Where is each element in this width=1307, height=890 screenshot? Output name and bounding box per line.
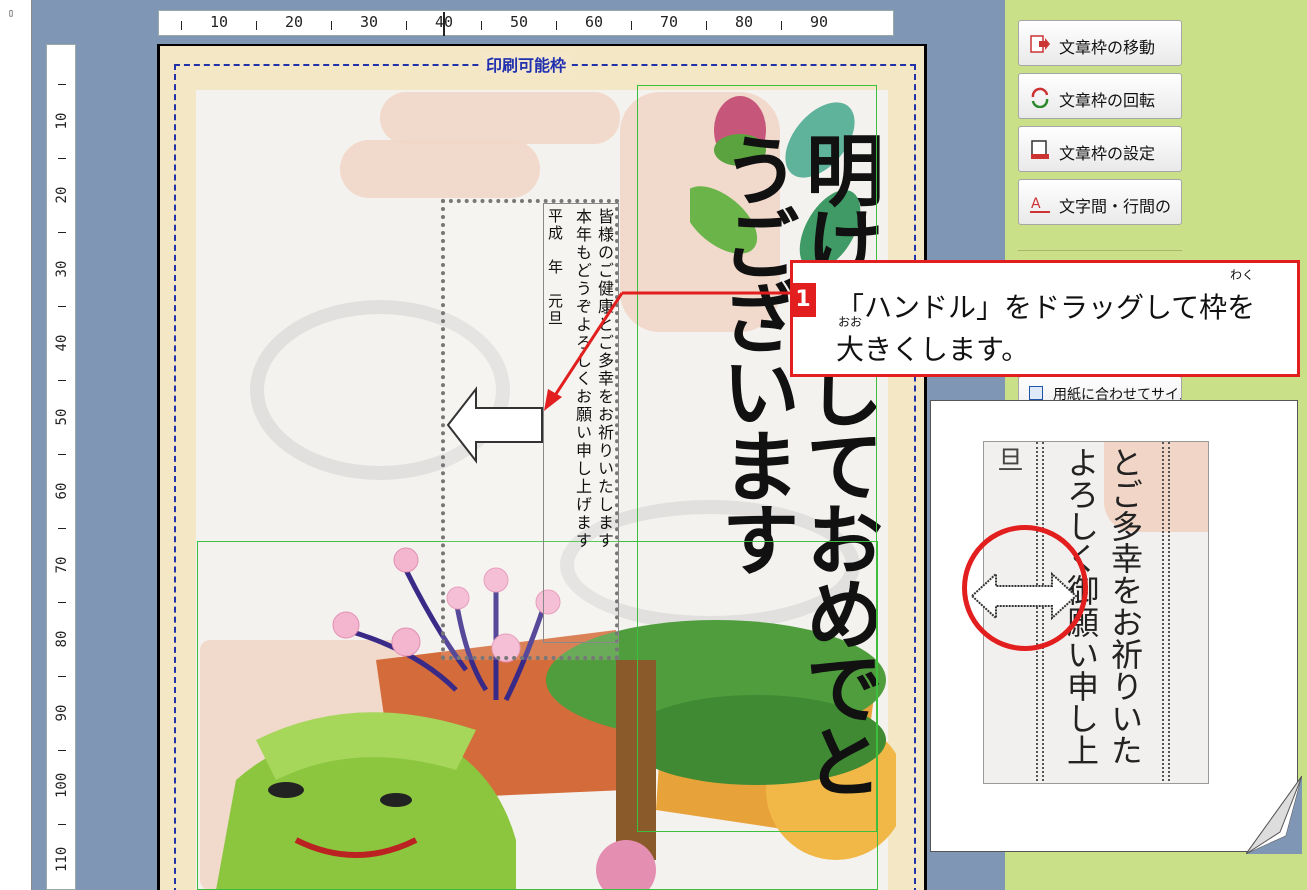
frame-settings-label: 文章枠の設定 [1059, 144, 1156, 163]
fit-to-paper-icon [1029, 386, 1043, 400]
frame-settings-icon [1031, 140, 1049, 159]
ruler-top-label: 70 [659, 13, 679, 31]
step-number: 1 [790, 283, 816, 317]
ruler-top-label: 10 [209, 13, 229, 31]
ruler-top-tick [256, 21, 257, 30]
ruler-top-label: 50 [509, 13, 529, 31]
move-frame-icon [1030, 35, 1050, 53]
spacing-icon: A [1030, 196, 1050, 213]
ruler-caret [443, 12, 445, 36]
move-frame-label: 文章枠の移動 [1059, 38, 1156, 57]
callout-text-line-2: 大きくします。 [836, 334, 1030, 365]
cloud-decoration [340, 140, 540, 198]
move-frame-button[interactable]: 文章枠の移動 [1018, 20, 1182, 66]
rotate-frame-icon [1031, 87, 1049, 108]
greeting-line-2: 本年もどうぞよろしくお願い申し上げます [573, 208, 592, 550]
left-arrow-icon [446, 386, 543, 464]
sidebar-divider [1018, 250, 1182, 251]
ruler-left-tick [58, 454, 66, 455]
ruler-left-tick [58, 84, 66, 85]
ruler-left-label: 20 [54, 186, 70, 204]
ruler-top-tick [706, 21, 707, 30]
rotate-frame-label: 文章枠の回転 [1059, 91, 1156, 110]
handle-highlight-circle [962, 525, 1088, 651]
rotate-frame-button[interactable]: 文章枠の回転 [1018, 73, 1182, 119]
spacing-label: 文字間・行間の [1059, 197, 1172, 216]
ruler-left-label: 90 [54, 704, 70, 722]
instruction-callout [790, 260, 1300, 377]
ruler-top-label: 60 [584, 13, 604, 31]
ruler-left-tick [58, 750, 66, 751]
callout-text-line-1: 「ハンドル」をドラッグして枠を [836, 292, 1256, 323]
ruler-left-label: 60 [54, 482, 70, 500]
ruler-top-tick [481, 21, 482, 30]
left-strip: ▯ [0, 0, 32, 890]
dragon-illustration [216, 547, 896, 890]
ruler-top-tick [781, 21, 782, 30]
ruler-left-tick [58, 158, 66, 159]
ruler-left-tick [58, 380, 66, 381]
greeting-line-3: 平成 年 元旦 [546, 208, 564, 327]
greeting-line-1: 皆様のご健康とご多幸をお祈りいたします [595, 208, 614, 550]
panel-marker: ▯ [8, 8, 15, 19]
frame-settings-button[interactable]: 文章枠の設定 [1018, 126, 1182, 172]
ruler-left-tick [58, 824, 66, 825]
leaves-illustration [690, 96, 861, 270]
ruler-top-label: 20 [284, 13, 304, 31]
svg-text:A: A [1031, 196, 1041, 212]
zoom-text-col-2: とご多幸をお祈りいた [1106, 446, 1144, 766]
ruler-top-label: 90 [809, 13, 829, 31]
ruler-top-tick [406, 21, 407, 30]
ruler-top-tick [556, 21, 557, 30]
text-frame-outline [637, 85, 877, 832]
ruler-top-tick [181, 21, 182, 30]
cloud-decoration [380, 92, 620, 144]
ruler-left-tick [58, 232, 66, 233]
callout-pointer [544, 291, 795, 411]
ruler-top-label: 80 [734, 13, 754, 31]
resize-handle-icon [970, 571, 1078, 621]
printable-area-label: 印刷可能枠 [482, 52, 571, 76]
ruler-left-tick [58, 306, 66, 307]
ruler-top-tick [331, 21, 332, 30]
ruler-left-label: 40 [54, 334, 70, 352]
ruler-left-tick [58, 602, 66, 603]
ruler-left-label: 30 [54, 260, 70, 278]
ruler-left: 10 20 30 40 50 60 70 80 90 100 110 [46, 44, 76, 890]
text-frame-inner [543, 203, 619, 643]
ruler-left-tick [58, 676, 66, 677]
ruler-left-label: 50 [54, 408, 70, 426]
ruby-oo: おお [838, 315, 863, 329]
zoom-text-col-0: 旦 [993, 446, 1023, 472]
ruler-left-tick [58, 528, 66, 529]
ruler-left-label: 10 [54, 112, 70, 130]
ruler-top-label: 30 [359, 13, 379, 31]
ruler-left-label: 80 [54, 630, 70, 648]
ruler-left-label: 70 [54, 556, 70, 574]
ruler-top-tick [631, 21, 632, 30]
big-greeting-text: 明けましておめでとうございます [709, 130, 884, 796]
ruler-left-label: 100 [54, 772, 70, 798]
page-curl [1246, 776, 1302, 854]
printable-area [174, 64, 916, 890]
ruby-waku: わく [1230, 268, 1255, 282]
fit-to-paper-label: 用紙に合わせてサイズ [1053, 387, 1182, 403]
spacing-button[interactable]: A 文字間・行間の [1018, 179, 1182, 225]
ruler-left-label: 110 [54, 846, 70, 872]
